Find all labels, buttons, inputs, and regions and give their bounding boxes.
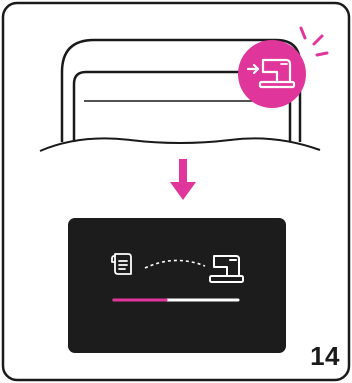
step-number: 14 (310, 343, 340, 369)
device-display (68, 218, 286, 353)
sewing-machine-receive-icon (238, 40, 306, 108)
